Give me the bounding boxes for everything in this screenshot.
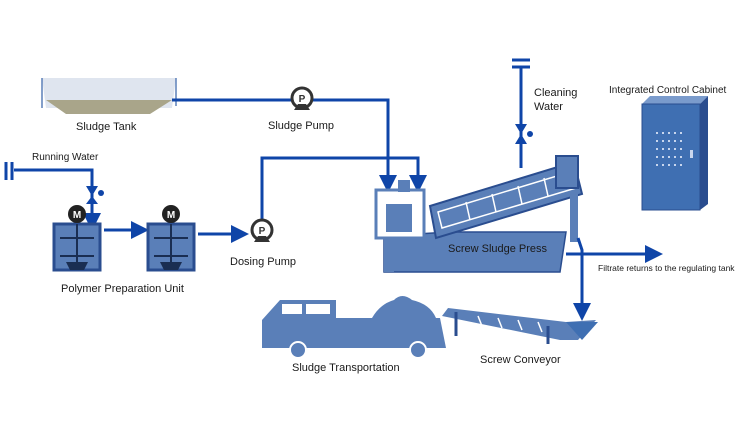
label-integrated-control-cabinet: Integrated Control Cabinet (609, 85, 727, 96)
label-sludge-transportation: Sludge Transportation (292, 362, 400, 374)
motor-1-letter: M (73, 210, 81, 221)
sludge-pump-icon: P (290, 86, 314, 110)
motor-1-icon: M (68, 205, 86, 223)
polymer-tank-1 (52, 222, 102, 272)
dosing-pump-icon: P (250, 218, 274, 242)
sludge-pump-letter: P (299, 94, 306, 105)
motor-2-icon: M (162, 205, 180, 223)
label-filtrate: Filtrate returns to the regulating tank (598, 263, 735, 273)
running-water-pipe (14, 168, 101, 231)
label-screw-conveyor: Screw Conveyor (480, 354, 561, 366)
label-dosing-pump: Dosing Pump (230, 256, 297, 268)
sludge-discharge-arrow (573, 237, 591, 321)
label-running-water: Running Water (32, 152, 99, 163)
label-sludge-tank: Sludge Tank (76, 121, 137, 133)
sludge-tank-liquid (46, 100, 172, 114)
cleaning-water-flow-valve-icon (515, 124, 533, 144)
screw-conveyor (442, 308, 598, 344)
polymer-feed-pipe (260, 156, 427, 228)
label-sludge-pump: Sludge Pump (268, 120, 335, 132)
polymer-tank-2 (146, 222, 196, 272)
sludge-feed-pipe (172, 98, 397, 193)
sludge-truck (262, 296, 446, 359)
cabinet-vent-icon (656, 132, 693, 166)
screw-sludge-press (374, 155, 584, 273)
label-cleaning-water: Cleaning Water (534, 87, 578, 113)
dosing-pump-letter: P (259, 226, 266, 237)
cleaning-water-valve-icon (512, 58, 530, 69)
running-water-valve-icon (4, 162, 14, 180)
label-polymer-preparation-unit: Polymer Preparation Unit (61, 283, 184, 295)
motor-2-letter: M (167, 210, 175, 221)
running-water-flow-valve-icon (86, 186, 104, 204)
sludge-tank (41, 78, 177, 114)
label-screw-sludge-press: Screw Sludge Press (448, 243, 548, 255)
control-cabinet (641, 96, 708, 211)
